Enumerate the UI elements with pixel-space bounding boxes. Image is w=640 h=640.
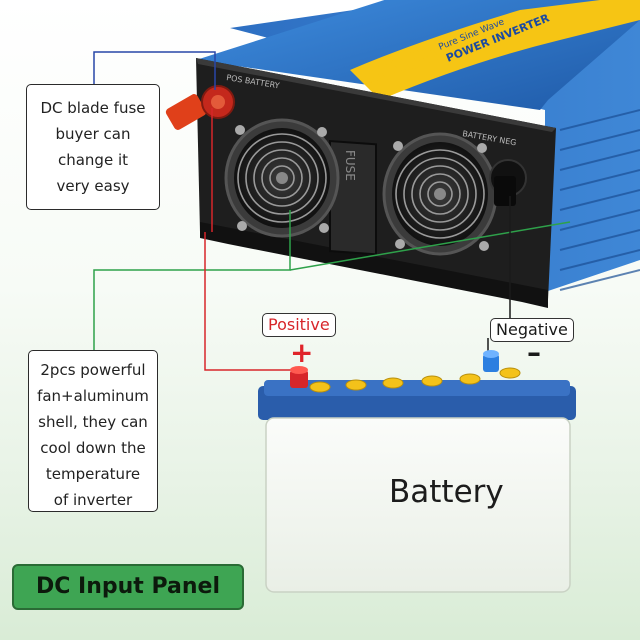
positive-tag: Positive — [262, 313, 336, 337]
fan-callout-line-4: cool down the — [40, 439, 146, 457]
negative-terminal-icon — [489, 159, 527, 206]
fuse-callout-line-4: very easy — [56, 177, 130, 195]
fan-callout-line-6: of inverter — [53, 491, 133, 509]
fuse-callout-line-2: buyer can — [55, 125, 131, 143]
minus-sign: – — [527, 336, 541, 369]
plus-sign: + — [290, 336, 314, 369]
left-fan-icon — [224, 118, 340, 238]
negative-tag: Negative — [490, 318, 574, 342]
inverter-body — [196, 0, 640, 292]
fuse-callout-line-1: DC blade fuse — [40, 99, 146, 117]
fan-callout-line-1: 2pcs powerful — [40, 361, 146, 379]
battery-label: Battery — [389, 474, 504, 510]
fan-callout-line-2: fan+aluminum — [37, 387, 149, 405]
fuse-text: FUSE — [343, 150, 357, 181]
fan-callout: 2pcs powerful fan+aluminum shell, they c… — [28, 350, 158, 512]
fan-callout-line-5: temperature — [45, 465, 141, 483]
panel-title: DC Input Panel — [12, 564, 244, 610]
fuse-callout: DC blade fuse buyer can change it very e… — [26, 84, 160, 210]
battery-illustration — [258, 350, 576, 593]
right-fan-icon — [382, 132, 498, 256]
positive-terminal-icon — [165, 85, 235, 130]
fan-callout-line-3: shell, they can — [38, 413, 148, 431]
fuse-callout-line-3: change it — [57, 151, 129, 169]
